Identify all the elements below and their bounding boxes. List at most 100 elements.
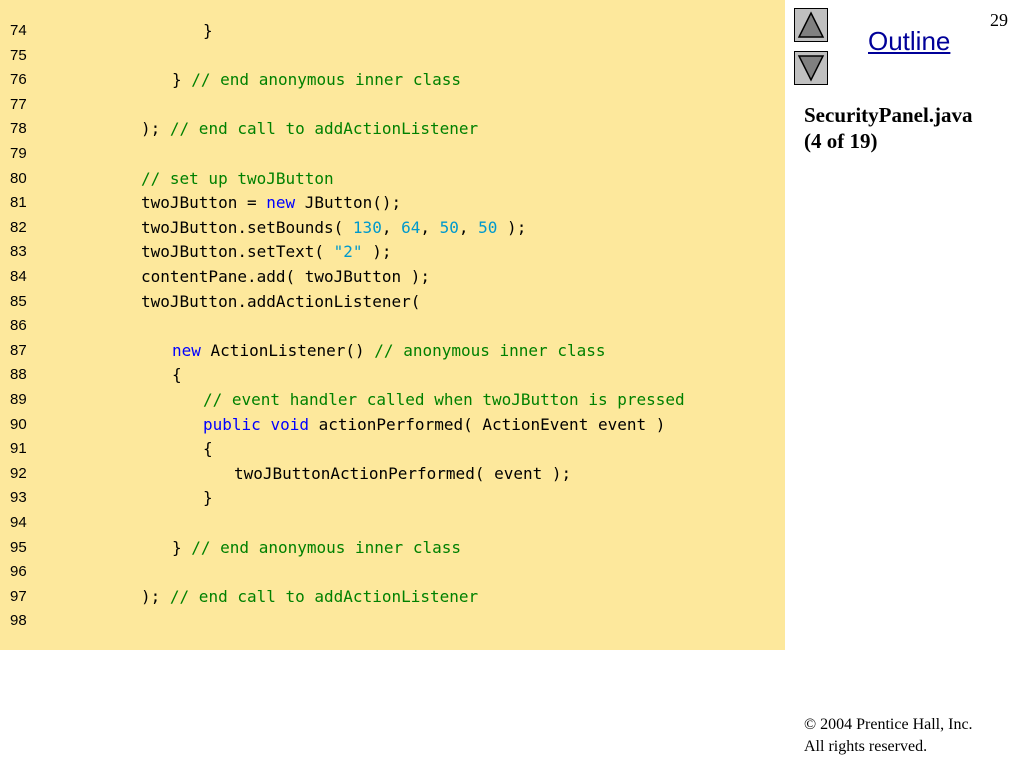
code-token: twoJButton.addActionListener( — [141, 291, 421, 311]
code-token: 130 — [352, 217, 382, 237]
code-line: 91 { — [0, 437, 785, 461]
code-text: ); // end call to addActionListener — [141, 117, 478, 141]
code-token: ); — [497, 217, 527, 237]
code-token: // end call to addActionListener — [169, 119, 479, 139]
code-token: , — [458, 217, 479, 237]
code-token: void — [270, 414, 309, 434]
code-token: twoJButton.setText( — [141, 242, 334, 262]
code-token: new — [266, 193, 296, 213]
line-number: 82 — [10, 218, 27, 236]
code-text: // set up twoJButton — [141, 167, 334, 191]
code-token: { — [172, 365, 182, 385]
copyright-notice: © 2004 Prentice Hall, Inc. All rights re… — [804, 714, 973, 758]
code-line: 90 public void actionPerformed( ActionEve… — [0, 413, 785, 437]
code-token: // end call to addActionListener — [169, 586, 479, 606]
triangle-up-icon — [797, 11, 825, 38]
code-line: 85 twoJButton.addActionListener( — [0, 290, 785, 314]
code-token: // end anonymous inner class — [191, 70, 461, 90]
code-text: } — [203, 486, 213, 510]
code-token: twoJButton.setBounds( — [141, 217, 353, 237]
copyright-line: © 2004 Prentice Hall, Inc. — [804, 716, 973, 733]
code-line: 96 — [0, 560, 785, 584]
code-token: , — [420, 217, 440, 237]
code-token: public — [203, 414, 261, 434]
line-number: 89 — [10, 391, 27, 408]
code-line: 84 contentPane.add( twoJButton ); — [0, 265, 785, 289]
code-token: new — [172, 340, 201, 360]
next-slide-button[interactable] — [794, 51, 828, 85]
line-number: 74 — [10, 22, 27, 39]
code-text: twoJButton = new JButton(); — [141, 191, 401, 215]
line-number: 75 — [10, 46, 27, 64]
slide-title-line: (4 of 19) — [804, 129, 878, 153]
code-line: 79 — [0, 142, 785, 166]
line-number: 79 — [10, 145, 27, 162]
line-number: 87 — [10, 341, 27, 359]
code-token: contentPane.add( twoJButton ); — [141, 267, 430, 286]
code-token: ); — [141, 119, 170, 139]
line-number: 93 — [10, 489, 27, 507]
slide-number: 29 — [990, 10, 1008, 30]
line-number: 97 — [10, 587, 27, 605]
code-text: twoJButton.setText( "2" ); — [141, 240, 391, 264]
code-text: } // end anonymous inner class — [172, 68, 461, 92]
code-line: 93} — [0, 486, 785, 510]
slide-title-line: SecurityPanel.java — [804, 103, 973, 127]
code-line: 74} — [0, 19, 785, 43]
code-line: 86 — [0, 314, 785, 338]
triangle-down-icon — [797, 55, 825, 82]
line-number: 76 — [10, 71, 27, 89]
code-line: 97); // end call to addActionListener — [0, 585, 785, 609]
code-token: actionPerformed( ActionEvent event ) — [308, 414, 666, 434]
code-token: ActionListener() — [200, 340, 375, 360]
code-token: } — [203, 488, 213, 508]
line-number: 98 — [10, 612, 27, 630]
line-number: 90 — [10, 415, 27, 433]
outline-link[interactable]: Outline — [868, 26, 951, 56]
line-number: 91 — [10, 440, 27, 458]
code-line: 98 — [0, 609, 785, 633]
line-number: 94 — [10, 514, 27, 531]
line-number: 84 — [10, 268, 27, 285]
line-number: 78 — [10, 120, 27, 138]
previous-slide-button[interactable] — [794, 8, 828, 42]
code-token: JButton(); — [295, 193, 402, 213]
code-line: 76} // end anonymous inner class — [0, 68, 785, 92]
code-token: } — [172, 70, 192, 90]
copyright-line: All rights reserved. — [804, 738, 928, 755]
code-token: ); — [362, 242, 392, 262]
code-token: // event handler called when twoJButton … — [203, 390, 685, 409]
code-line: 89 // event handler called when twoJButto… — [0, 388, 785, 412]
line-number: 81 — [10, 194, 27, 212]
code-token: twoJButton = — [141, 193, 267, 213]
line-number: 96 — [10, 563, 27, 581]
slide-title: SecurityPanel.java (4 of 19) — [804, 102, 1019, 154]
code-token: // end anonymous inner class — [191, 537, 461, 557]
line-number: 92 — [10, 464, 27, 482]
code-token: ); — [141, 586, 170, 606]
code-token: twoJButtonActionPerformed( event ); — [234, 463, 572, 483]
code-token: , — [381, 217, 402, 237]
line-number: 85 — [10, 292, 27, 310]
code-text: twoJButtonActionPerformed( event ); — [234, 462, 571, 486]
code-token: } — [172, 537, 192, 557]
code-line: 81 twoJButton = new JButton(); — [0, 191, 785, 215]
line-number: 80 — [10, 169, 27, 187]
code-token: } — [203, 21, 213, 40]
code-token: "2" — [333, 242, 363, 262]
code-line: 80 // set up twoJButton — [0, 167, 785, 191]
code-line: 77 — [0, 93, 785, 117]
code-text: // event handler called when twoJButton … — [203, 388, 685, 412]
code-text: ); // end call to addActionListener — [141, 585, 478, 609]
code-token: // set up twoJButton — [141, 168, 334, 188]
code-text: { — [203, 437, 213, 461]
code-line: 92 twoJButtonActionPerformed( event ); — [0, 462, 785, 486]
code-line: 75 — [0, 44, 785, 68]
line-number: 86 — [10, 317, 27, 335]
line-number: 77 — [10, 95, 27, 113]
code-token: 50 — [478, 217, 498, 237]
code-text: } // end anonymous inner class — [172, 536, 461, 560]
